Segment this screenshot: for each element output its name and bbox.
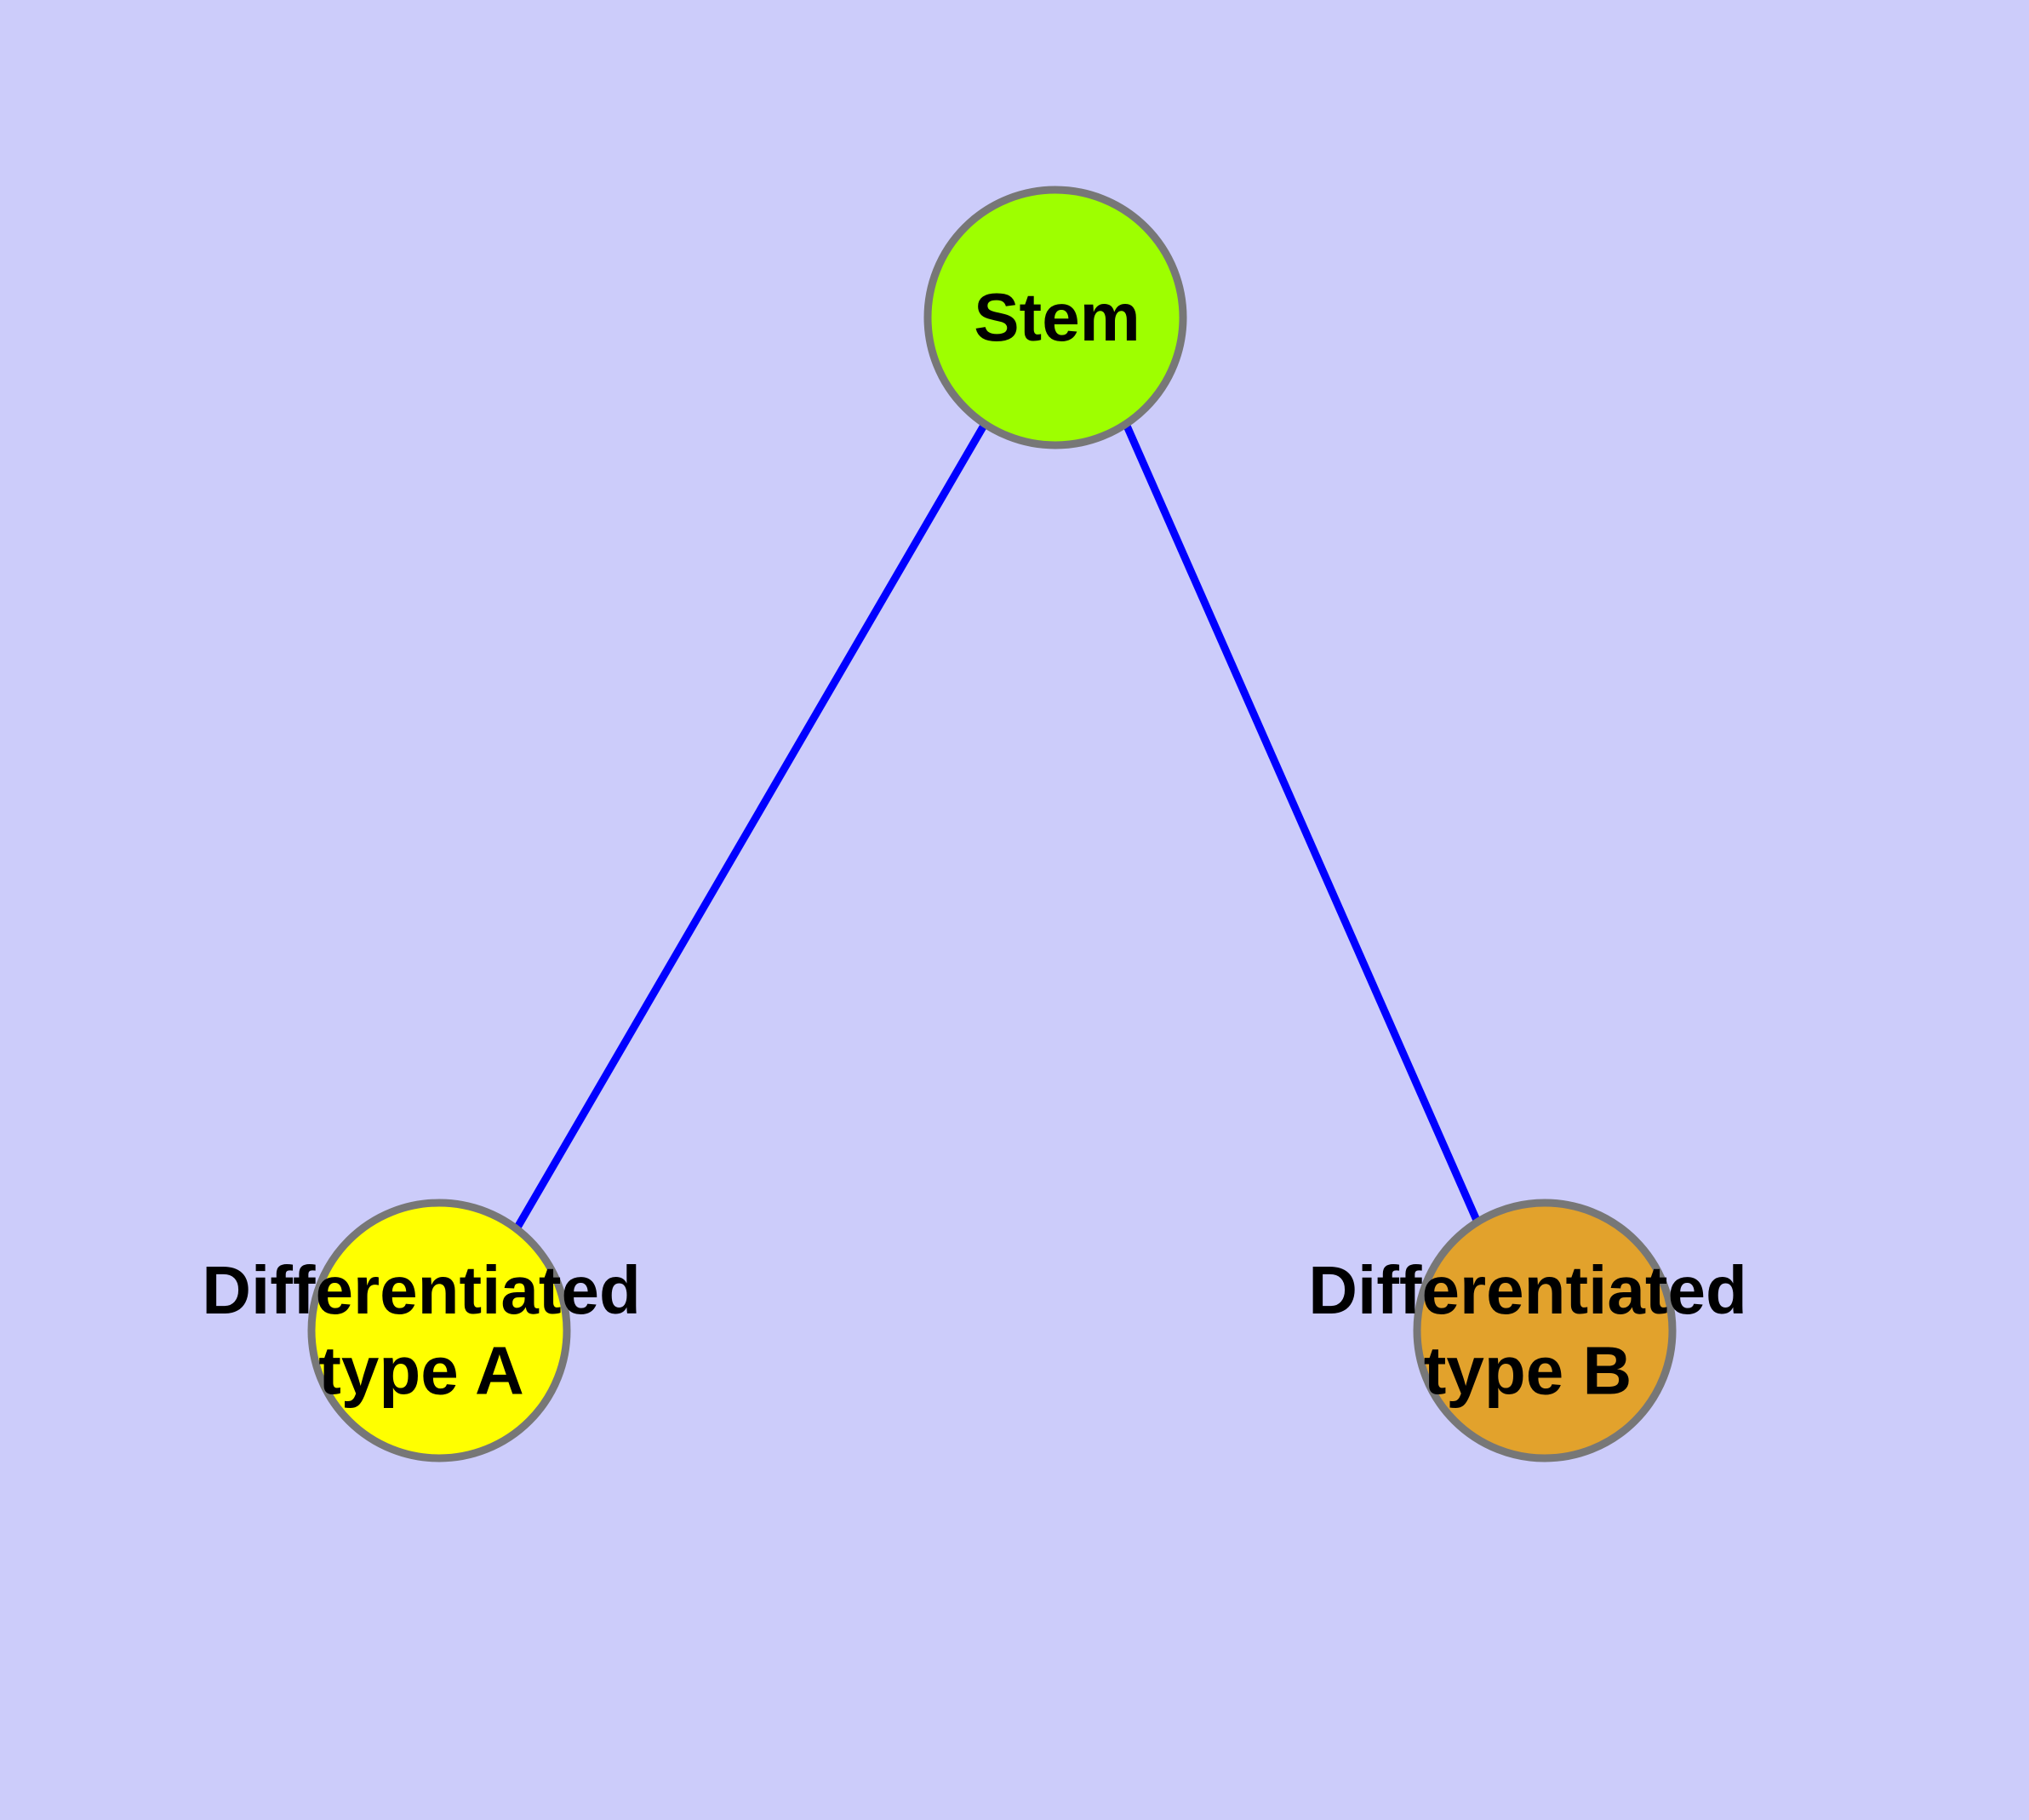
- node-stem-label: Stem: [974, 279, 1140, 355]
- node-label-line: type B: [1424, 1332, 1632, 1408]
- edge-stem-to-differentiated-type-b[interactable]: [1122, 422, 1483, 1226]
- node-differentiated-type-b[interactable]: [1413, 1199, 1677, 1462]
- node-stem[interactable]: [923, 186, 1187, 449]
- node-differentiated-type-a[interactable]: [307, 1199, 571, 1462]
- node-label-line: Differentiated: [202, 1252, 641, 1328]
- edge-stem-to-differentiated-type-a[interactable]: [512, 421, 988, 1234]
- node-differentiated-type-b-circle[interactable]: [1413, 1199, 1677, 1462]
- edge-layer: [512, 421, 1483, 1234]
- node-label-line: Differentiated: [1308, 1252, 1747, 1328]
- node-stem-circle[interactable]: [923, 186, 1187, 449]
- node-label-line: type A: [318, 1332, 524, 1408]
- node-layer: [307, 186, 1677, 1462]
- node-label-line: Stem: [974, 279, 1140, 355]
- node-differentiated-type-a-circle[interactable]: [307, 1199, 571, 1462]
